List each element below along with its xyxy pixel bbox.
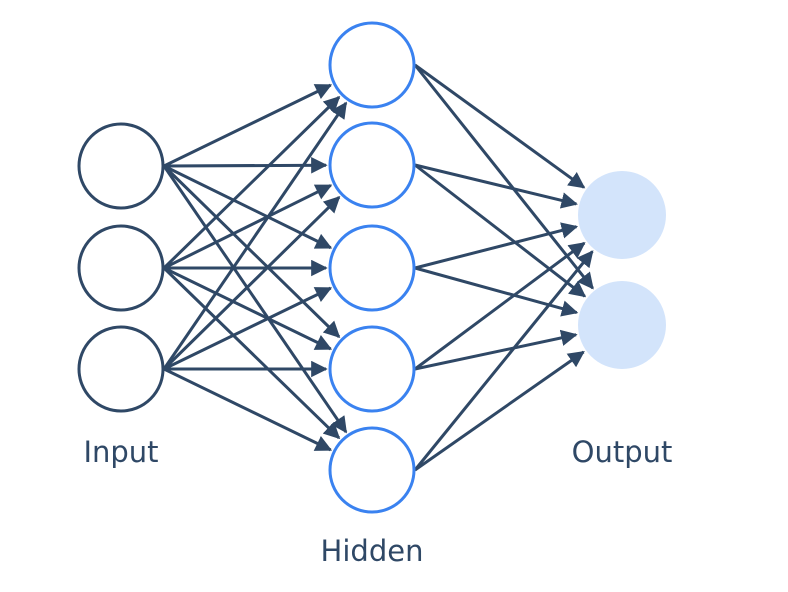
- edge-input-2-to-hidden-5: [162, 266, 341, 440]
- layer-label-hidden: Hidden: [321, 534, 424, 568]
- edge-input-1-to-hidden-5: [162, 165, 348, 434]
- hidden-node-4: [328, 325, 416, 413]
- edge-input-3-to-hidden-3: [163, 286, 333, 371]
- edge-input-2-to-hidden-2: [163, 184, 333, 270]
- hidden-node-2: [328, 121, 416, 209]
- edge-input-2-to-hidden-4: [163, 266, 333, 351]
- edge-hidden-4-to-output-1: [414, 241, 586, 371]
- edge-hidden-3-to-output-1: [414, 222, 579, 270]
- edge-hidden-5-to-output-1: [413, 250, 594, 471]
- input-node-1: [77, 122, 165, 210]
- nodes: [77, 21, 666, 514]
- edge-hidden-2-to-output-1: [414, 163, 578, 209]
- edge-hidden-2-to-output-2: [414, 163, 587, 298]
- edge-input-1-to-hidden-4: [162, 164, 341, 339]
- layer-label-output: Output: [572, 435, 673, 469]
- hidden-node-5: [328, 426, 416, 514]
- layer-labels: Input Hidden Output: [83, 435, 672, 568]
- edge-input-1-to-hidden-1: [163, 83, 333, 168]
- hidden-node-3: [328, 224, 416, 312]
- layer-label-input: Input: [83, 435, 158, 469]
- edge-hidden-3-to-output-2: [414, 266, 579, 317]
- edge-hidden-5-to-output-2: [414, 350, 585, 472]
- connections: [162, 63, 594, 472]
- edge-hidden-1-to-output-1: [414, 63, 586, 189]
- output-node-2: [578, 281, 666, 369]
- edge-input-1-to-hidden-2: [163, 157, 328, 174]
- edge-input-3-to-hidden-5: [163, 367, 333, 452]
- edge-hidden-1-to-output-2: [413, 64, 594, 290]
- edge-input-3-to-hidden-1: [162, 101, 348, 370]
- edge-input-2-to-hidden-1: [162, 95, 341, 270]
- edge-input-3-to-hidden-2: [162, 196, 341, 371]
- input-node-3: [77, 325, 165, 413]
- edge-input-1-to-hidden-3: [163, 164, 333, 250]
- hidden-node-1: [328, 21, 416, 109]
- input-node-2: [77, 224, 165, 312]
- output-node-1: [578, 171, 666, 259]
- edge-hidden-4-to-output-2: [414, 329, 578, 371]
